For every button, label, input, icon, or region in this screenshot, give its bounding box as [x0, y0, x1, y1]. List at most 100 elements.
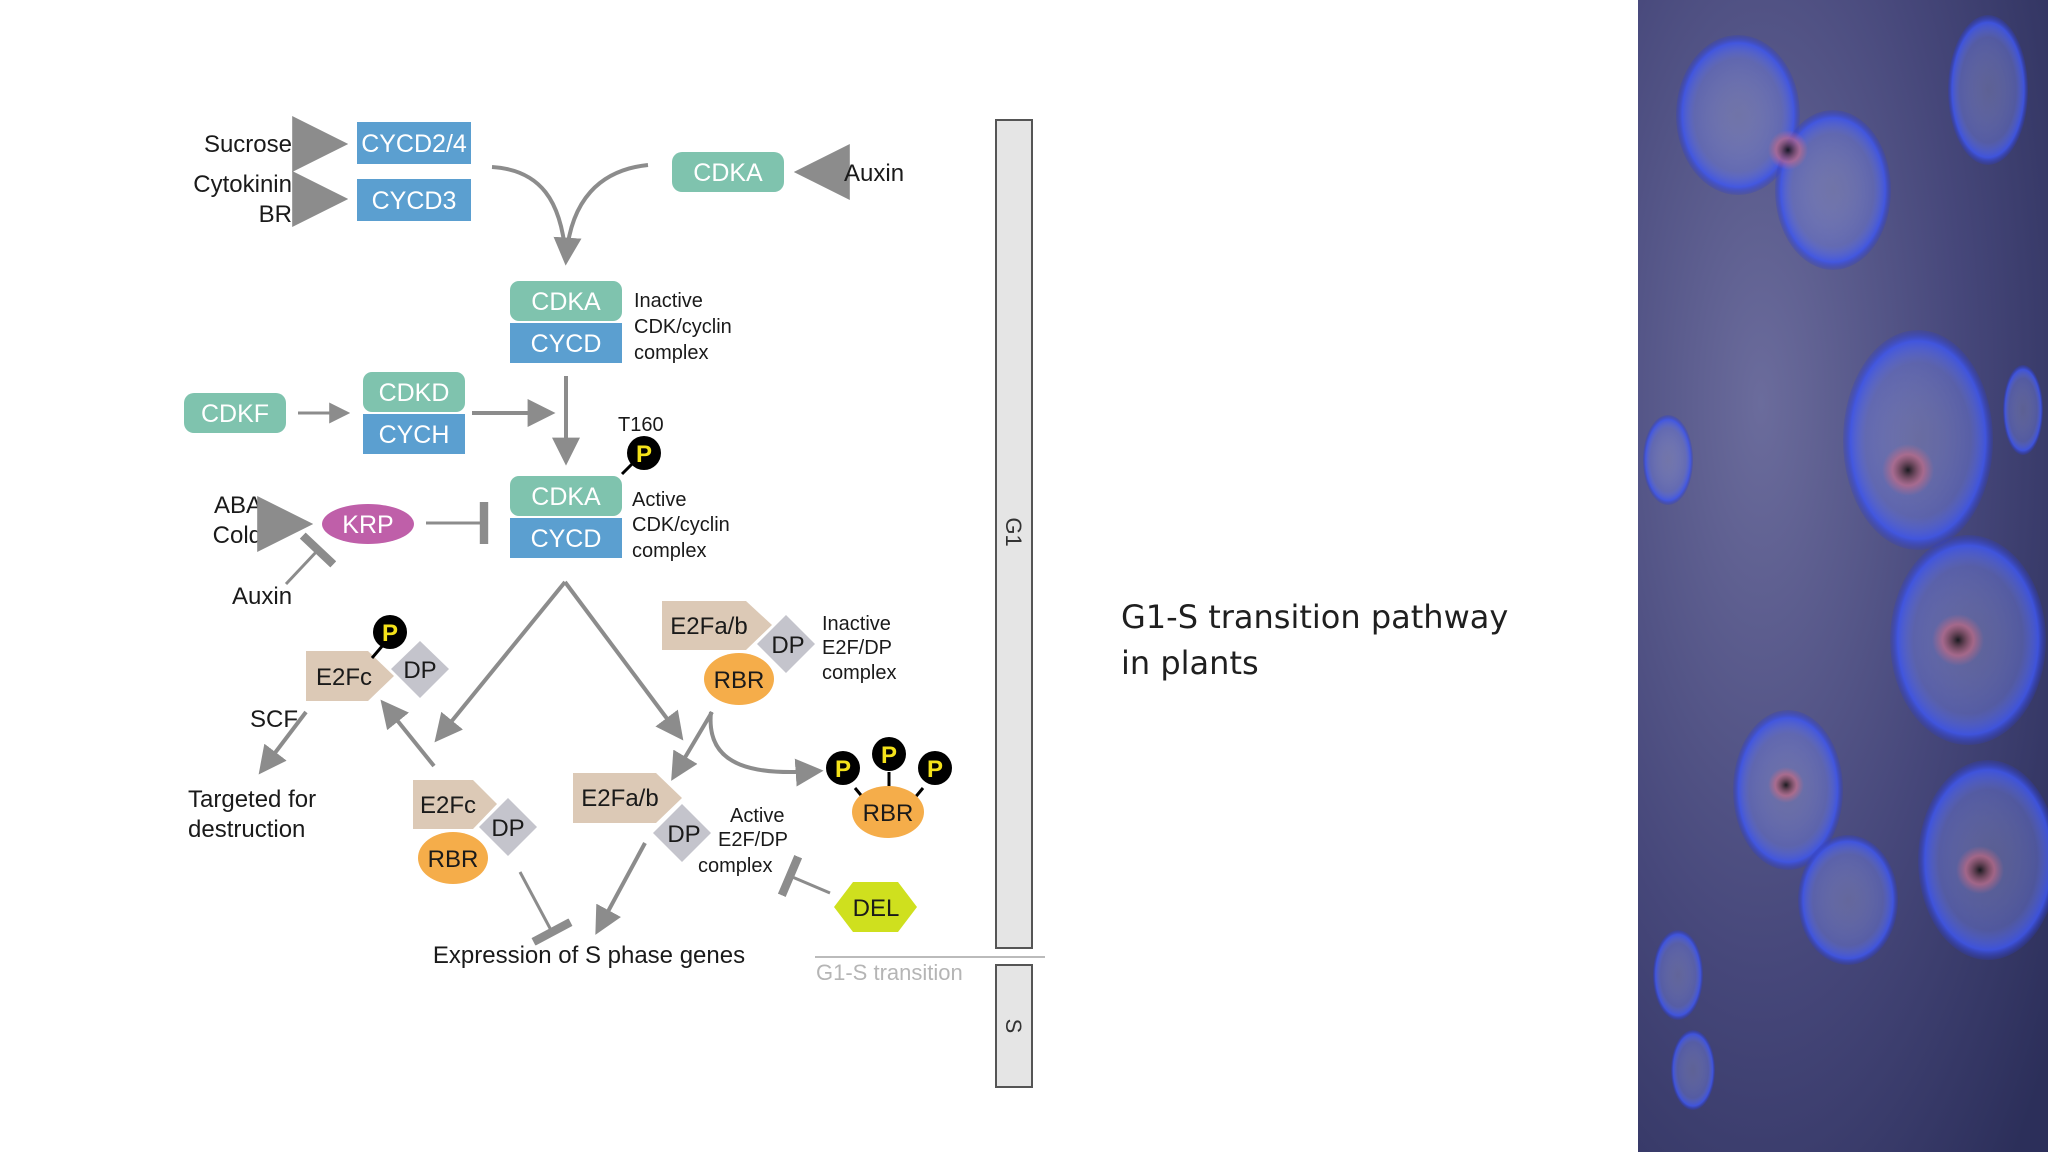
- inhibit-auxin-krp: [284, 532, 337, 586]
- e2fab-inactive-shape: [662, 601, 772, 650]
- inactive-cdk-text-3: complex: [634, 342, 708, 364]
- t160-label: T160: [618, 414, 664, 436]
- active-e2f-text-1: Active: [730, 805, 784, 827]
- caption-line-2: in plants: [1121, 644, 1259, 682]
- krp-shape: [322, 504, 414, 544]
- arrow-split-left: [434, 580, 567, 743]
- s-phase-bar: [995, 964, 1033, 1088]
- cell-4: [1843, 330, 1993, 550]
- scf-label: SCF: [250, 706, 298, 733]
- targeted-text-1: Targeted for: [188, 786, 316, 813]
- inhibit-e2fc-expression: [518, 871, 573, 946]
- arrow-rbr-phosphorylation: [708, 711, 824, 787]
- arrow-active-e2f-expression: [595, 842, 647, 935]
- cell-nucleus-2: [1882, 444, 1934, 496]
- e2fc-rbr-label: E2Fc: [420, 792, 476, 819]
- del-shape: [834, 882, 917, 932]
- phospho-rbr-2: [872, 737, 906, 771]
- cycd-inactive-label: CYCD: [531, 330, 602, 358]
- arrow-split-right: [563, 580, 684, 741]
- g1-phase-label: G1: [1001, 517, 1026, 546]
- phospho-e2fc-label: P: [382, 620, 398, 647]
- arrow-release-e2fab: [671, 710, 714, 781]
- cold-label: Cold: [213, 522, 262, 549]
- cdka-active-box: [510, 476, 622, 516]
- cdkf-label: CDKF: [201, 400, 269, 428]
- merge-curve-left: [491, 165, 568, 261]
- cycd24-box: [357, 122, 471, 164]
- dp-rbr-label: DP: [491, 815, 524, 842]
- br-label: BR: [259, 201, 292, 228]
- inactive-cdk-text-1: Inactive: [634, 290, 703, 312]
- dp-active-label: DP: [667, 821, 700, 848]
- dp-p-label: DP: [403, 657, 436, 684]
- merge-curve-right: [553, 163, 649, 266]
- e2fc-rbr-shape: [413, 780, 497, 829]
- cdka-top-box: [672, 152, 784, 192]
- cell-8: [1798, 835, 1898, 965]
- auxin-krp-label: Auxin: [232, 583, 292, 610]
- phospho-rbr-1: [826, 751, 860, 785]
- phospho-rbr-2-label: P: [881, 742, 897, 769]
- e2fab-active-shape: [573, 773, 682, 823]
- dp-active-shape: [653, 804, 711, 862]
- cych-label: CYCH: [379, 421, 450, 449]
- krp-label: KRP: [342, 511, 393, 539]
- phospho-rbr-3: [918, 751, 952, 785]
- slide-caption: G1-S transition pathway in plants: [1121, 594, 1561, 686]
- phospho-t160-label: P: [636, 441, 652, 468]
- cell-11: [1671, 1030, 1715, 1110]
- cdka-top-label: CDKA: [693, 159, 763, 187]
- cdka-inactive-label: CDKA: [531, 288, 601, 316]
- phospho-e2fc: [373, 615, 407, 649]
- phospho-rbr-1-label: P: [835, 756, 851, 783]
- rbr-p-label: RBR: [863, 800, 914, 827]
- active-e2f-text-3: complex: [698, 855, 772, 877]
- cycd24-label: CYCD2/4: [361, 130, 467, 158]
- e2fc-p-shape: [306, 651, 394, 701]
- cell-3: [1948, 15, 2028, 165]
- s-phase-label: S: [1001, 1019, 1026, 1034]
- cycd3-box: [357, 179, 471, 221]
- caption-line-1: G1-S transition pathway: [1121, 598, 1509, 636]
- g1-s-pathway-diagram: G1 G1-S transition S Sucrose Cytokinin B…: [184, 116, 1045, 1088]
- rbr-e2fc-shape: [418, 832, 488, 884]
- arrow-e2fc-rbr-to-p: [380, 699, 436, 768]
- phospho-t160: [627, 436, 661, 470]
- cdkd-box: [363, 372, 465, 412]
- cell-12: [2003, 365, 2043, 455]
- expression-label: Expression of S phase genes: [433, 942, 745, 969]
- inactive-e2f-text-1: Inactive: [822, 613, 891, 635]
- active-cdk-text-1: Active: [632, 489, 686, 511]
- cdkd-label: CDKD: [379, 379, 450, 407]
- cytokinin-label: Cytokinin: [193, 171, 292, 198]
- rbr-p-shape: [852, 786, 924, 838]
- phospho-rbr-3-label: P: [927, 756, 943, 783]
- cell-9: [1643, 415, 1693, 505]
- auxin-top-label: Auxin: [844, 160, 904, 187]
- inactive-e2f-text-2: E2F/DP: [822, 637, 892, 659]
- e2fab-inactive-label: E2Fa/b: [670, 613, 747, 640]
- dp-p-shape: [391, 641, 449, 698]
- cych-box: [363, 414, 465, 454]
- cell-nucleus-1: [1768, 130, 1808, 170]
- cycd-active-label: CYCD: [531, 525, 602, 553]
- cdka-inactive-box: [510, 281, 622, 321]
- dp-inactive-shape: [757, 615, 815, 673]
- active-cdk-text-3: complex: [632, 540, 706, 562]
- inhibit-del-e2f: [777, 855, 831, 897]
- rbr-inactive-label: RBR: [714, 667, 765, 694]
- aba-label: ABA: [214, 492, 262, 519]
- del-label: DEL: [853, 895, 900, 922]
- cell-division-photo: [1638, 0, 2048, 1152]
- cycd3-label: CYCD3: [372, 187, 457, 215]
- active-e2f-text-2: E2F/DP: [718, 829, 788, 851]
- inactive-cdk-text-2: CDK/cyclin: [634, 316, 732, 338]
- cell-nucleus-5: [1768, 767, 1804, 803]
- cdka-active-label: CDKA: [531, 483, 601, 511]
- cell-nucleus-3: [1932, 614, 1984, 666]
- sucrose-label: Sucrose: [204, 131, 292, 158]
- inactive-e2f-text-3: complex: [822, 662, 896, 684]
- cycd-inactive-box: [510, 323, 622, 363]
